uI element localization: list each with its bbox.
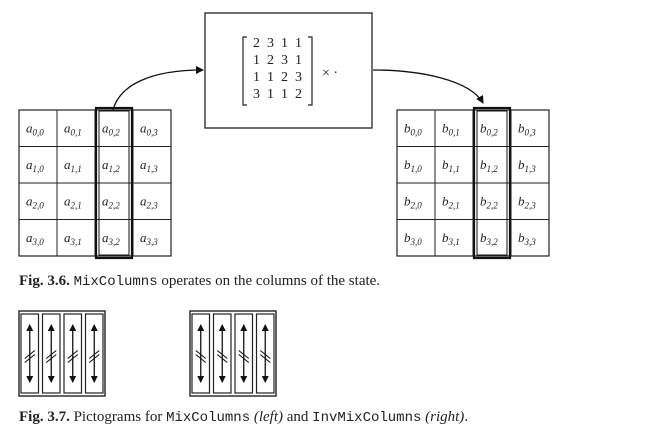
mixcolumns-pictogram-column bbox=[20, 313, 40, 394]
invmixcolumns-pictogram-slash bbox=[195, 354, 207, 363]
matrix-frame bbox=[204, 12, 373, 129]
matrix-left-bracket bbox=[242, 36, 247, 106]
mixcolumns-pictogram-frame bbox=[18, 310, 106, 397]
invmixcolumns-pictogram-frame bbox=[189, 310, 277, 397]
matrix-entry: 3 bbox=[267, 36, 274, 51]
fig-3-7-end: . bbox=[464, 409, 469, 425]
invmixcolumns-pictogram-column bbox=[234, 313, 254, 394]
invmixcolumns-pictogram-column bbox=[255, 313, 275, 394]
invmixcolumns-pictogram-slash bbox=[195, 350, 207, 359]
mixcolumns-pictogram-slash bbox=[24, 350, 36, 359]
mixcolumns-pictogram-slash bbox=[45, 350, 57, 359]
mixcolumns-pictogram-slash bbox=[88, 350, 100, 359]
matrix-entry: 1 bbox=[281, 36, 288, 51]
invmixcolumns-pictogram bbox=[189, 310, 277, 397]
invmixcolumns-pictogram-slash bbox=[216, 350, 228, 359]
matrix-right-bracket bbox=[308, 36, 313, 106]
mixcolumns-pictogram-column bbox=[84, 313, 104, 394]
matrix-entry: 1 bbox=[295, 36, 302, 51]
mixcolumns-pictogram-column bbox=[63, 313, 83, 394]
mixcolumns-pictogram-slash bbox=[24, 354, 36, 363]
fig-3-6-label: Fig. 3.6. bbox=[19, 273, 70, 289]
fig-3-6-code: MixColumns bbox=[73, 274, 158, 290]
mixcolumns-pictogram-column bbox=[41, 313, 61, 394]
mixcolumns-pictogram bbox=[18, 310, 106, 397]
matrix-entry: 1 bbox=[267, 70, 274, 85]
matrix-entry: 1 bbox=[253, 53, 260, 68]
invmixcolumns-pictogram-slash bbox=[216, 354, 228, 363]
mixcolumns-pictogram-slash bbox=[67, 350, 79, 359]
mixcolumns-pictogram-slash bbox=[88, 354, 100, 363]
fig-3-7-code-1: MixColumns bbox=[166, 410, 251, 426]
matrix-entry: 2 bbox=[267, 53, 274, 68]
invmixcolumns-pictogram-slash bbox=[259, 354, 271, 363]
matrix-entry: 1 bbox=[295, 53, 302, 68]
matrix-entry: 2 bbox=[281, 70, 288, 85]
fig-3-6-caption: Fig. 3.6. MixColumns operates on the col… bbox=[19, 273, 380, 290]
fig-3-7-em-2: (right) bbox=[425, 409, 465, 425]
matrix-entry: 2 bbox=[295, 87, 302, 102]
invmixcolumns-pictogram-column bbox=[212, 313, 232, 394]
matrix-entry: 1 bbox=[253, 70, 260, 85]
fig-3-7-text-2: and bbox=[283, 409, 313, 425]
matrix-entry: 3 bbox=[253, 87, 260, 102]
fig-3-7-label: Fig. 3.7. bbox=[19, 409, 70, 425]
mixcolumns-pictogram-slash bbox=[45, 354, 57, 363]
invmixcolumns-pictogram-slash bbox=[238, 350, 250, 359]
fig-3-7-caption: Fig. 3.7. Pictograms for MixColumns (lef… bbox=[19, 409, 468, 426]
invmixcolumns-pictogram-slash bbox=[259, 350, 271, 359]
matrix-entry: 2 bbox=[253, 36, 260, 51]
mixcolumns-pictogram-slash bbox=[67, 354, 79, 363]
arrow-matrix-to-column bbox=[372, 69, 484, 104]
fig-3-7-text-1: Pictograms for bbox=[73, 409, 167, 425]
fig-3-6-text: operates on the columns of the state. bbox=[157, 273, 381, 289]
invmixcolumns-pictogram-slash bbox=[238, 354, 250, 363]
matrix-entry: 1 bbox=[267, 87, 274, 102]
matrix-entry: 3 bbox=[295, 70, 302, 85]
arrow-column-to-matrix bbox=[112, 66, 204, 111]
state-b-highlighted-column-outer bbox=[472, 106, 512, 260]
matrix-entry: 1 bbox=[281, 87, 288, 102]
matrix-entry: 3 bbox=[281, 53, 288, 68]
fig-3-7-em-1: (left) bbox=[253, 409, 283, 425]
invmixcolumns-pictogram-column bbox=[191, 313, 211, 394]
fig-3-7-code-2: InvMixColumns bbox=[312, 410, 422, 426]
state-a-highlighted-column-inner bbox=[98, 110, 130, 256]
multiply-operator: × · bbox=[322, 66, 338, 81]
state-b-highlighted-column-inner bbox=[476, 110, 508, 256]
